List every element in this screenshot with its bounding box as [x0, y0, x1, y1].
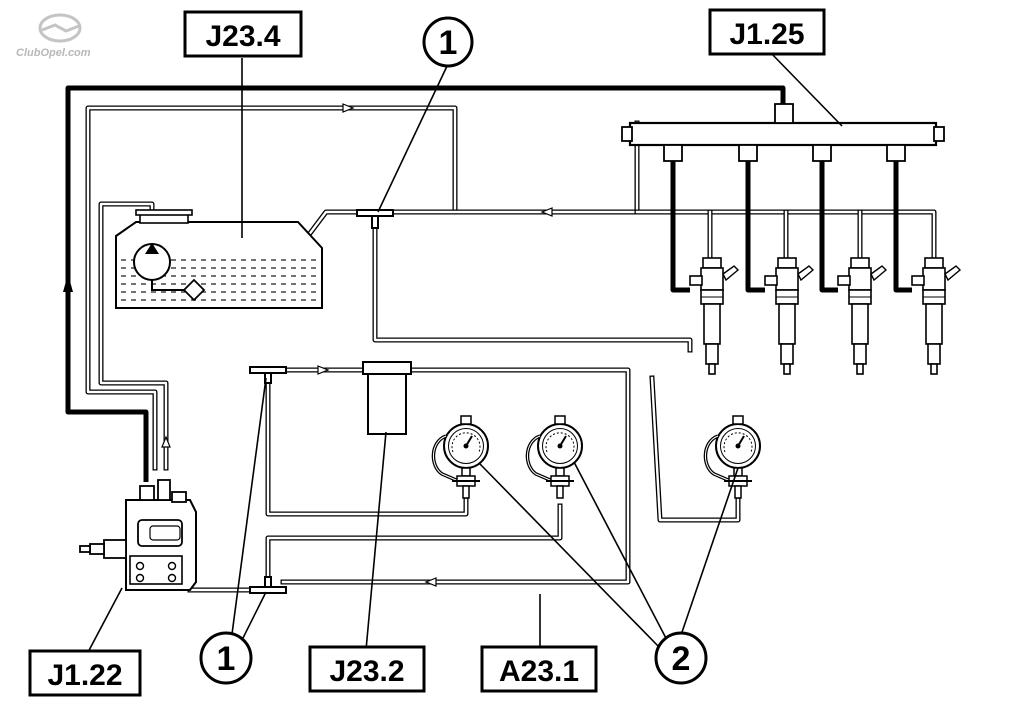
pressure-gauges [431, 414, 762, 500]
label-j23-4: J23.4 [183, 10, 303, 58]
logo-text: ClubOpel.com [16, 47, 91, 59]
clubopel-logo: ClubOpel.com [16, 13, 91, 59]
fuel-filter-icon [182, 278, 206, 302]
svg-text:J1.22: J1.22 [47, 659, 122, 692]
injector-1 [689, 257, 739, 375]
svg-text:1: 1 [217, 640, 236, 678]
pressure-gauge-1-icon [431, 414, 490, 500]
high-pressure-lines [65, 85, 912, 482]
fuel-tank [115, 209, 323, 309]
fuel-rail [621, 103, 945, 162]
low-pressure-pipes [85, 105, 937, 593]
label-a23-1: A23.1 [480, 645, 598, 693]
callout-2: 2 [654, 631, 708, 685]
callout-1-top: 1 [422, 16, 474, 68]
fuel-filter-unit [362, 361, 412, 435]
svg-text:J1.25: J1.25 [729, 18, 804, 51]
injectors [689, 257, 961, 375]
svg-text:J23.2: J23.2 [329, 655, 404, 688]
label-j1-25: J1.25 [708, 8, 826, 56]
svg-text:A23.1: A23.1 [499, 655, 579, 688]
label-j23-2: J23.2 [308, 645, 426, 693]
leader-lines [85, 49, 843, 657]
high-pressure-pump [79, 479, 197, 591]
t-connectors [249, 209, 394, 594]
label-j1-22: J1.22 [28, 649, 142, 697]
injector-4 [911, 257, 961, 375]
svg-text:1: 1 [439, 24, 458, 62]
injector-2 [764, 257, 814, 375]
pressure-gauge-2-icon [525, 414, 584, 500]
svg-text:J23.4: J23.4 [205, 20, 280, 53]
svg-text:2: 2 [672, 640, 691, 678]
callout-1-bottom: 1 [199, 631, 253, 685]
injector-3 [837, 257, 887, 375]
